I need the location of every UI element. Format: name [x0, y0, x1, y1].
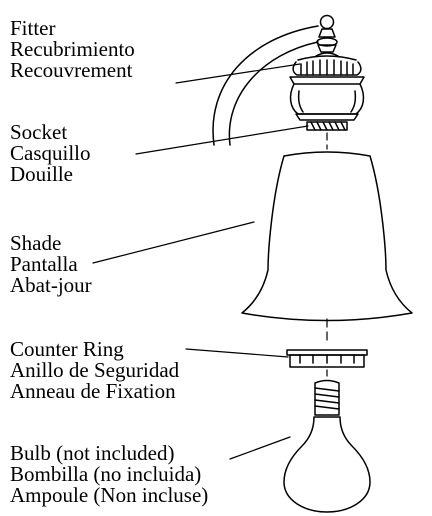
fitter [289, 55, 365, 121]
counter-ring-label-en: Counter Ring [10, 337, 124, 361]
shade-label-fr: Abat-jour [10, 273, 92, 297]
bulb-label-fr: Ampoule (Non incluse) [10, 483, 209, 507]
socket [306, 121, 348, 131]
fitter-label: Fitter Recubrimiento Recouvrement [10, 18, 135, 81]
leader-lines [92, 63, 309, 460]
socket-label-es: Casquillo [10, 141, 91, 165]
counter-ring [286, 349, 368, 368]
bulb-label: Bulb (not included) Bombilla (no incluid… [10, 443, 208, 506]
finial [315, 14, 339, 57]
counter-ring-label: Counter Ring Anillo de Seguridad Anneau … [10, 339, 179, 402]
bulb-label-es: Bombilla (no incluida) [10, 462, 202, 486]
bulb [283, 379, 371, 513]
socket-label: Socket Casquillo Douille [10, 122, 91, 185]
counter-ring-label-fr: Anneau de Fixation [10, 379, 176, 403]
counter-ring-label-es: Anillo de Seguridad [10, 358, 180, 382]
bulb-label-en: Bulb (not included) [10, 441, 175, 465]
shade-label: Shade Pantalla Abat-jour [10, 233, 92, 296]
fitter-label-en: Fitter [10, 16, 56, 40]
shade-label-es: Pantalla [10, 252, 78, 276]
socket-label-en: Socket [10, 120, 68, 144]
arm [212, 25, 319, 146]
socket-label-fr: Douille [10, 162, 73, 186]
shade [241, 151, 413, 322]
fitter-label-es: Recubrimiento [10, 37, 135, 61]
shade-label-en: Shade [10, 231, 62, 255]
fitter-label-fr: Recouvrement [10, 58, 133, 82]
